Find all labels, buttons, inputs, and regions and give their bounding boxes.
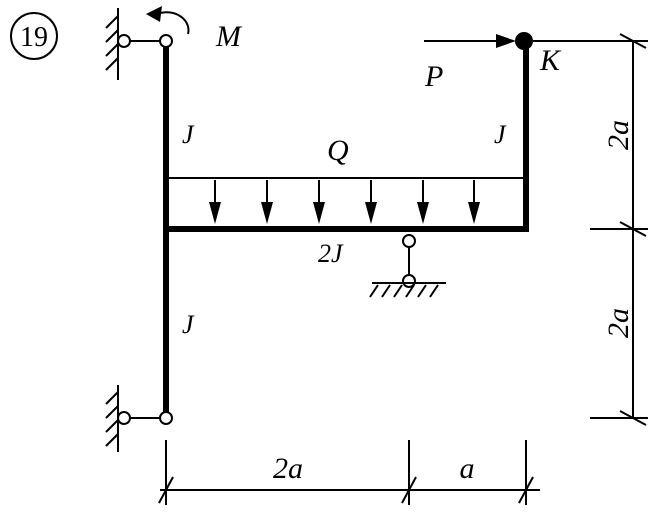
stiffness-label-left-upper: J [182,120,195,149]
stiffness-label-left-lower: J [182,310,195,339]
left-column-top-hinge [159,34,173,48]
stiffness-label-beam: 2J [318,239,344,268]
dimension-horizontal-right: a [460,452,475,485]
dimension-horizontal-left: 2a [273,452,303,485]
stiffness-label-right: J [494,120,507,149]
bottom-wall-hinge [117,411,131,425]
force-label: P [424,60,443,93]
load-arrow [365,180,377,224]
dimension-vertical-upper: 2a [602,120,635,150]
top-wall-support [105,8,166,80]
dimension-vertical-lower: 2a [602,308,635,338]
moment-label: M [215,20,243,53]
top-wall-hinge [117,34,131,48]
force-arrow [424,34,516,48]
distributed-load [166,177,524,224]
pin-support [369,234,446,298]
load-arrow [313,180,325,224]
moment-arrow [146,6,190,35]
load-arrow [209,180,221,224]
horizontal-dimension: 2a a [158,440,540,505]
problem-number-badge: 19 [10,12,58,60]
left-column-bottom-hinge [159,411,173,425]
load-arrow [417,180,429,224]
point-k-label: K [539,44,562,77]
problem-number: 19 [20,22,48,53]
bottom-wall-support [105,385,166,452]
load-arrow [261,180,273,224]
distributed-load-label: Q [327,134,349,167]
point-k-node [515,32,533,50]
vertical-dimension: 2a 2a [533,33,648,426]
load-arrow [468,180,480,224]
